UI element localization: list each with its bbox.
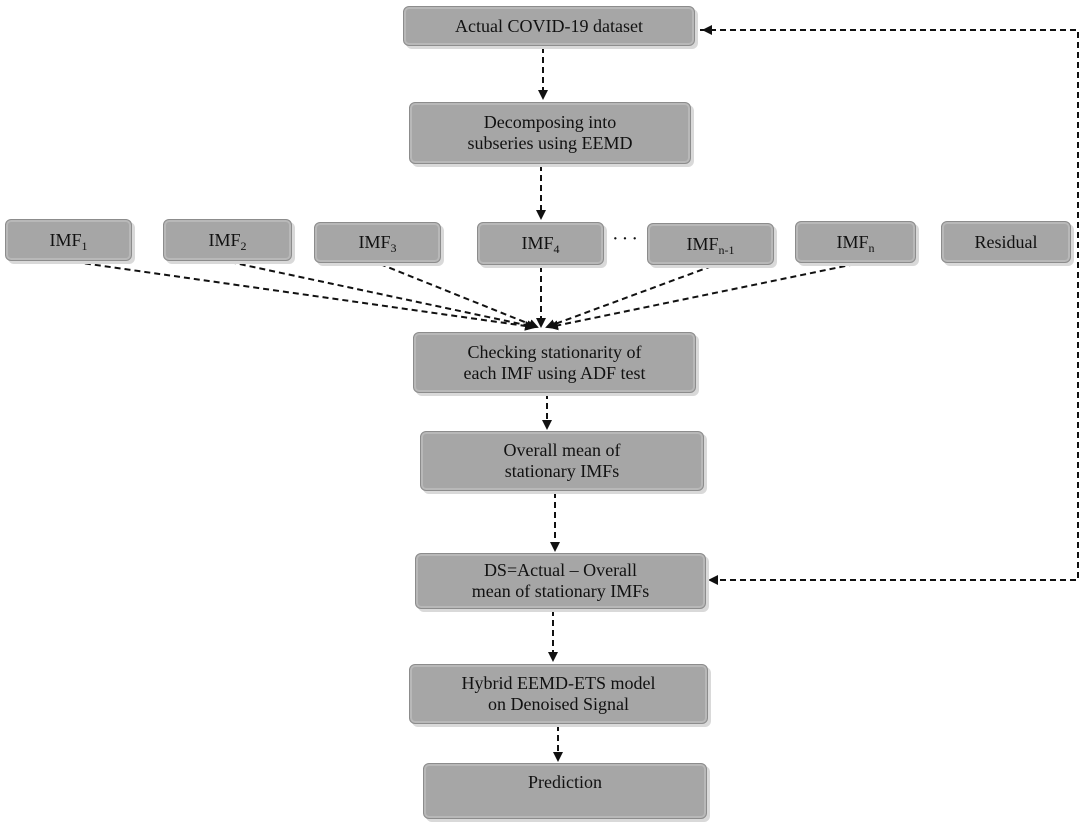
node-decompose: Decomposing into subseries using EEMD [409, 102, 691, 164]
node-imf-1: IMF1 [5, 219, 132, 261]
node-residual: Residual [941, 221, 1071, 263]
node-overall-mean: Overall mean of stationary IMFs [420, 431, 704, 491]
node-imf-n-1: IMFn-1 [647, 223, 774, 265]
node-dataset: Actual COVID-19 dataset [403, 6, 695, 46]
arrow-imfn-to-stationarity [548, 263, 856, 331]
node-denoised-signal: DS=Actual – Overall mean of stationary I… [415, 553, 706, 609]
node-hybrid-model: Hybrid EEMD-ETS model on Denoised Signal [409, 664, 708, 724]
arrow-imfn1-to-stationarity [545, 265, 713, 329]
node-imf-2: IMF2 [163, 219, 292, 261]
arrow-dataset-to-ds [700, 29, 1079, 585]
arrow-imf2-to-stationarity [229, 261, 537, 331]
node-stationarity: Checking stationarity of each IMF using … [413, 332, 696, 393]
arrow-imf3-to-stationarity [379, 263, 539, 329]
node-imf-n: IMFn [795, 221, 916, 263]
node-prediction: Prediction [423, 763, 707, 819]
arrowhead-dataset [702, 25, 712, 35]
node-imf-3: IMF3 [314, 222, 441, 263]
node-imf-4: IMF4 [477, 222, 604, 265]
ellipsis: ··· [612, 228, 641, 250]
arrow-imf1-to-stationarity [74, 261, 535, 331]
